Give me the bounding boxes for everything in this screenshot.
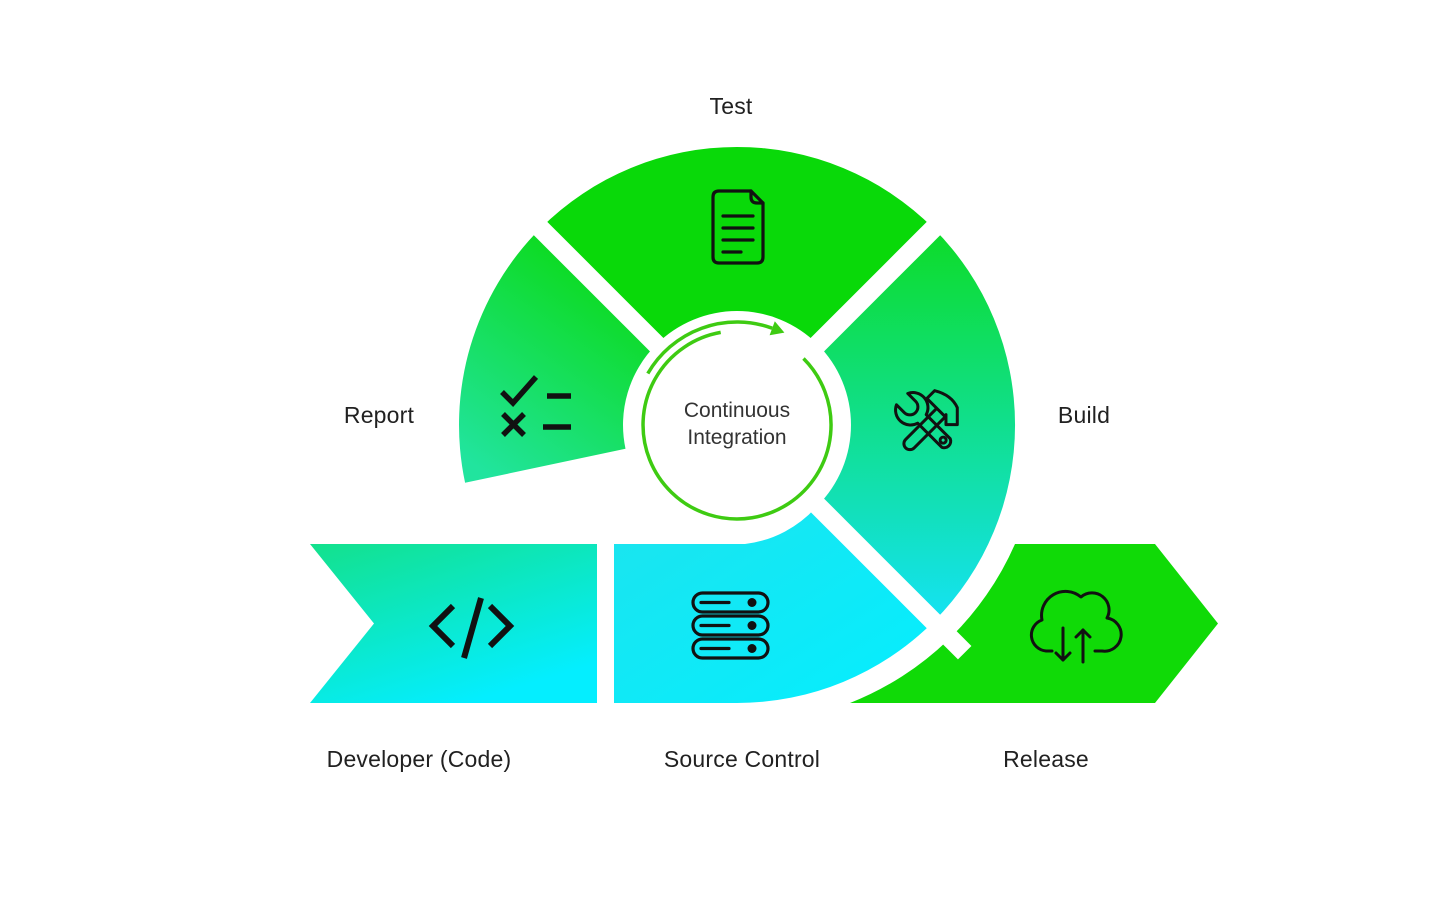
divider-test-report: [502, 190, 676, 364]
divider-test-build: [798, 190, 972, 364]
code-icon: [428, 597, 515, 659]
document-icon: [711, 189, 765, 265]
label-build: Build: [1057, 402, 1111, 428]
label-test: Test: [709, 93, 753, 119]
center-title: Continuous Integration: [684, 397, 790, 451]
center-title-line2: Integration: [687, 426, 787, 449]
cycle-arrow-icon: [641, 320, 833, 521]
checklist-icon: [500, 375, 571, 437]
label-release: Release: [1003, 746, 1089, 772]
divider-build-source-control: [798, 486, 972, 660]
wrench-hammer-icon: [894, 389, 959, 452]
segment-developer: [310, 544, 597, 703]
label-developer: Developer (Code): [326, 746, 512, 772]
server-stack-icon: [691, 591, 770, 660]
segment-test: [540, 146, 934, 345]
center-title-line1: Continuous: [683, 399, 791, 422]
cloud-sync-icon: [1029, 589, 1123, 664]
label-report: Report: [343, 402, 415, 428]
label-source-control: Source Control: [663, 746, 821, 772]
segment-release: [850, 544, 1218, 703]
